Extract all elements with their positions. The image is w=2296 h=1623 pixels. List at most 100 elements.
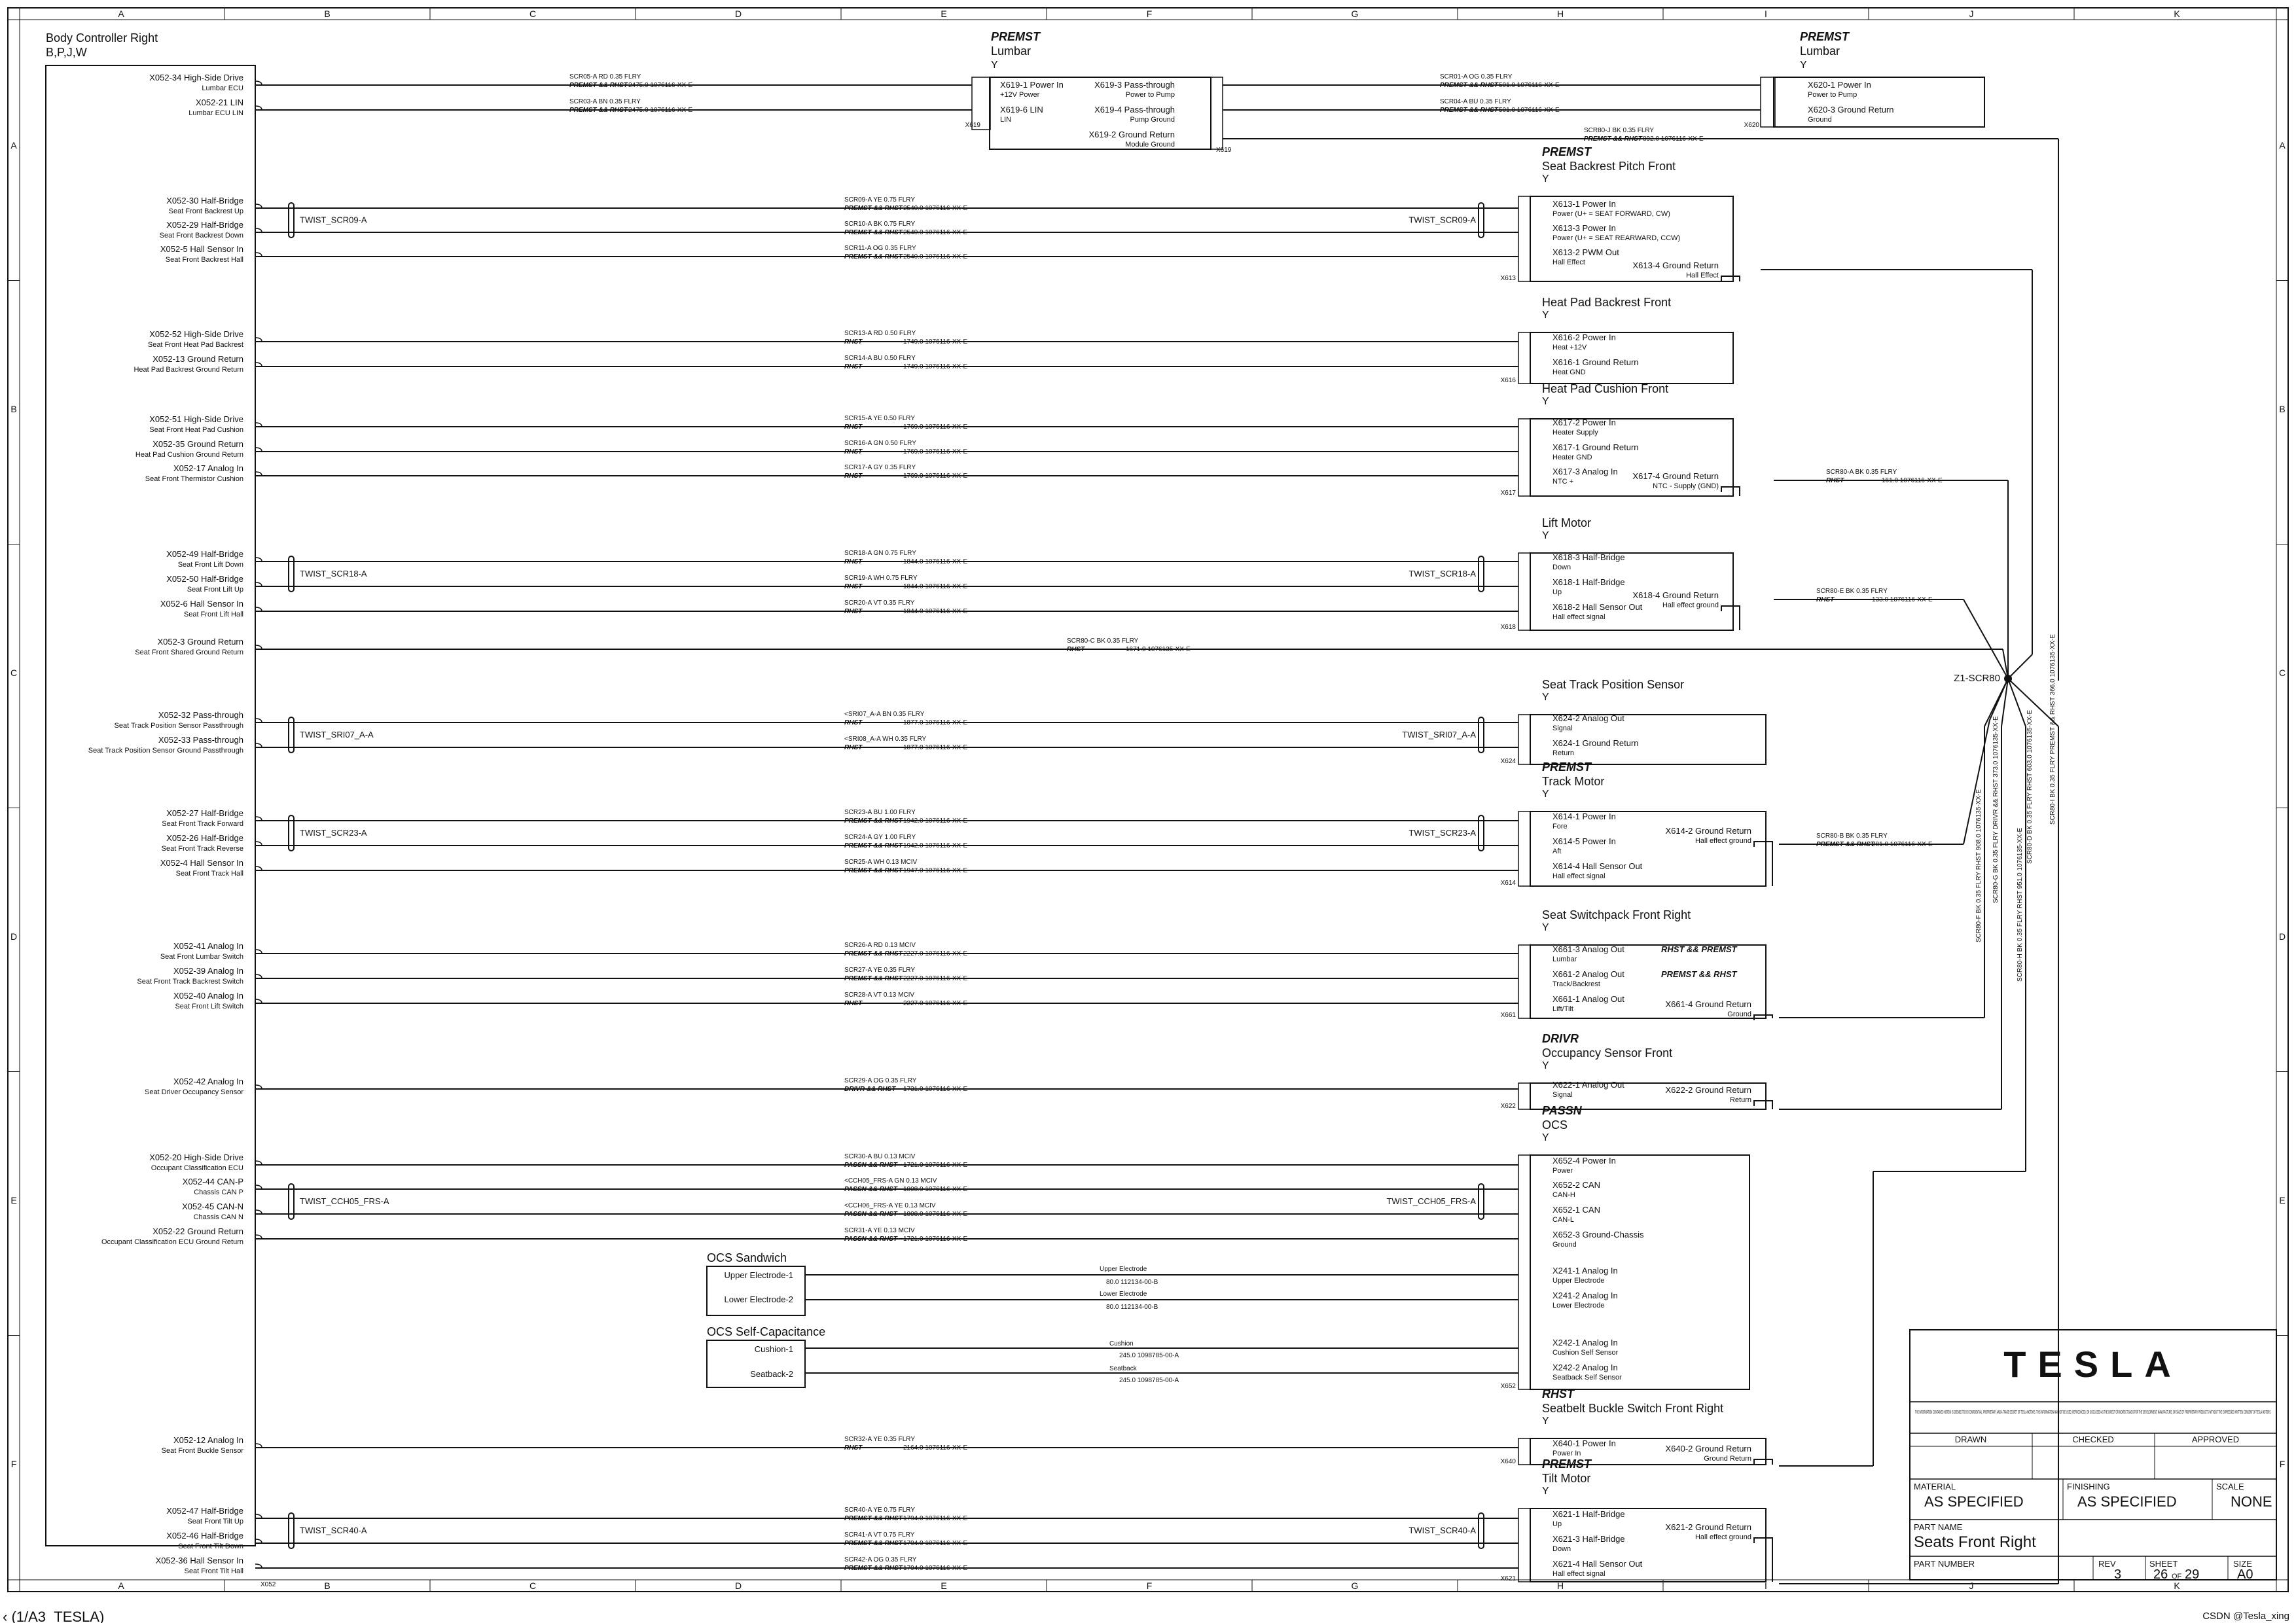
component-y: Y: [1542, 1132, 1549, 1143]
component-ground-desc: Hall effect ground: [1662, 601, 1719, 609]
wire-length: 1769.0 1076116-XX-E: [903, 448, 968, 455]
grid-col-label: B: [324, 1580, 330, 1591]
component-pin-desc: Cushion Self Sensor: [1552, 1349, 1619, 1357]
tb-sheet-label: SHEET: [2149, 1559, 2178, 1569]
ground-wire: [2007, 654, 2033, 679]
connector-ref: X616: [1501, 377, 1516, 384]
component-pin: X618-2 Hall Sensor Out: [1552, 602, 1643, 612]
component-y: Y: [1542, 530, 1549, 541]
wire-spec: SCR04-A BU 0.35 FLRY: [1440, 98, 1511, 105]
variant-note: RHST && PREMST: [1661, 944, 1738, 954]
wire-option: PREMST && RHST: [1816, 841, 1875, 848]
component-connector: [1518, 552, 1531, 631]
pin-bump: [255, 718, 262, 723]
component-pin-desc: Upper Electrode: [1552, 1277, 1605, 1285]
component-name: Lift Motor: [1542, 516, 1591, 529]
component-pin-desc: Track/Backrest: [1552, 980, 1600, 988]
wire-option: PREMST && RHST: [844, 229, 903, 236]
wire-spec: SCR80-J BK 0.35 FLRY: [1584, 127, 1654, 134]
component-ground-desc: Return: [1730, 1096, 1751, 1104]
pin-bump: [255, 362, 262, 367]
pin-bump: [255, 999, 262, 1004]
component-pin: X242-2 Analog In: [1552, 1363, 1618, 1372]
pin: X619-2 Ground Return: [1088, 130, 1175, 139]
wire-option: PREMST && RHST: [844, 1565, 903, 1572]
component-y: Y: [1542, 922, 1549, 933]
tb-finishing-label: FINISHING: [2067, 1482, 2110, 1491]
bcm-pin-desc: Seat Front Lift Down: [178, 561, 243, 569]
grid-col-label: J: [1969, 9, 1974, 19]
component-ground-desc: Ground: [1727, 1010, 1751, 1018]
grid-col-label: A: [118, 9, 124, 19]
pin: X619-1 Power In: [1000, 80, 1064, 90]
pin-bump: [255, 105, 262, 111]
bcm-pin-ref: X052-22 Ground Return: [152, 1226, 243, 1236]
bcm-pin-ref: X052-12 Analog In: [173, 1435, 243, 1445]
pin-bump: [255, 422, 262, 427]
twist-marker: [288, 202, 295, 238]
bcm-pin-ref: X052-27 Half-Bridge: [166, 808, 243, 818]
bcm-pin-desc: Seat Front Lift Switch: [175, 1003, 243, 1010]
component-pin: X613-3 Power In: [1552, 223, 1616, 233]
wire-option: PASSN && RHST: [844, 1186, 898, 1193]
component-pin: X652-4 Power In: [1552, 1156, 1616, 1166]
wire-length: 1794.0 1076116-XX-E: [903, 1565, 968, 1572]
bcm-pin-ref: X052-50 Half-Bridge: [166, 574, 243, 584]
pin-bump: [255, 582, 262, 587]
component-pin-desc: Signal: [1552, 1091, 1573, 1099]
lumbar-y: Y: [991, 60, 998, 71]
ground-wire: [2001, 678, 2009, 727]
component-connector: [1518, 1508, 1531, 1582]
ground-stub: [1753, 1014, 1773, 1020]
component-pin-desc: CAN-L: [1552, 1216, 1574, 1224]
bcm-pin-desc: Occupant Classification ECU: [151, 1164, 243, 1172]
component-pin-desc: Heater Supply: [1552, 429, 1598, 437]
wire-option: PREMST && RHST: [1584, 135, 1643, 143]
grid-col-label: D: [735, 9, 742, 19]
twist-label-left: TWIST_SCR40-A: [300, 1525, 367, 1535]
pin-bump: [255, 1084, 262, 1090]
grid-row-label: A: [10, 140, 17, 151]
wire-spec: <SRI07_A-A BN 0.35 FLRY: [844, 711, 925, 718]
component-name: Track Motor: [1542, 775, 1604, 788]
vertical-wire-label: SCR80-H BK 0.35 FLRY RHST 951.0 1076135-…: [2017, 828, 2024, 982]
wire-length: 80.0 112134-00-B: [1106, 1304, 1158, 1311]
bcm-pin-desc: Chassis CAN N: [194, 1213, 243, 1221]
component-pin-desc: Hall effect signal: [1552, 872, 1605, 880]
bcm-pin-ref: X052-20 High-Side Drive: [149, 1152, 243, 1162]
bcm-pin-ref: X052-35 Ground Return: [152, 439, 243, 449]
component-ground-pin: X621-2 Ground Return: [1665, 1522, 1751, 1532]
wire-length: 1749.0 1076116-XX-E: [903, 338, 968, 346]
bcm-pin-desc: Seat Front Buckle Sensor: [162, 1447, 244, 1455]
bcm-pin-ref: X052-17 Analog In: [173, 463, 243, 473]
wire-spec: SCR10-A BK 0.75 FLRY: [844, 221, 916, 228]
component-pin: X618-3 Half-Bridge: [1552, 552, 1625, 562]
ground-stub: [1753, 1459, 1773, 1465]
ground-stub: [1721, 276, 1740, 281]
component-pin: X241-1 Analog In: [1552, 1266, 1618, 1275]
bcm-pin-ref: X052-46 Half-Bridge: [166, 1531, 243, 1541]
tb-sheet: 26: [2153, 1567, 2168, 1582]
wire-option: RHST: [844, 448, 863, 455]
component-connector: [1518, 811, 1531, 887]
wire-length: 1844.0 1076116-XX-E: [903, 608, 968, 615]
connector-ref: X613: [1501, 275, 1516, 282]
component-pin-desc: Up: [1552, 1520, 1562, 1528]
pin-bump: [255, 447, 262, 452]
pin-bump: [255, 471, 262, 476]
tb-approved: APPROVED: [2192, 1435, 2239, 1444]
ocs-sandwich-box: [706, 1266, 806, 1316]
pin-bump: [255, 1234, 262, 1240]
connector-ref: X620: [1744, 122, 1760, 129]
bcm-pin-desc: Heat Pad Cushion Ground Return: [135, 451, 243, 459]
grid-col-label: G: [1352, 9, 1359, 19]
pin-bump: [255, 974, 262, 979]
bcm-pin-ref: X052-21 LIN: [196, 98, 243, 107]
twist-marker: [288, 815, 295, 851]
component-option: DRIVR: [1542, 1032, 1579, 1045]
connector-ref: X618: [1501, 624, 1516, 631]
wire-length: 1947.0 1076116-XX-E: [903, 867, 968, 874]
twist-marker: [1478, 202, 1484, 238]
connector-ref: X640: [1501, 1458, 1516, 1465]
